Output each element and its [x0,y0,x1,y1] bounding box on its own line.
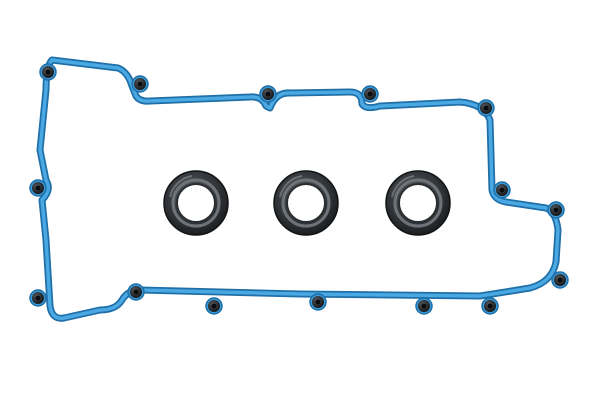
tube-seal [273,170,339,236]
bolt-grommet [309,293,327,311]
tube-seal [163,170,229,236]
bolt-grommet [259,85,277,103]
bolt-grommet [361,85,379,103]
bolt-grommet [551,271,569,289]
tube-seals [163,170,451,236]
bolt-grommet [415,297,433,315]
bolt-grommet [493,181,511,199]
bolt-grommets [29,63,569,315]
bolt-grommet [29,179,47,197]
bolt-grommet [547,201,565,219]
bolt-grommet [477,99,495,117]
bolt-grommet [39,63,57,81]
tube-seal [385,170,451,236]
bolt-grommet [131,75,149,93]
bolt-grommet [481,297,499,315]
bolt-grommet [29,289,47,307]
bolt-grommet [205,297,223,315]
valve-cover-gasket [36,56,562,322]
bolt-grommet [127,283,145,301]
